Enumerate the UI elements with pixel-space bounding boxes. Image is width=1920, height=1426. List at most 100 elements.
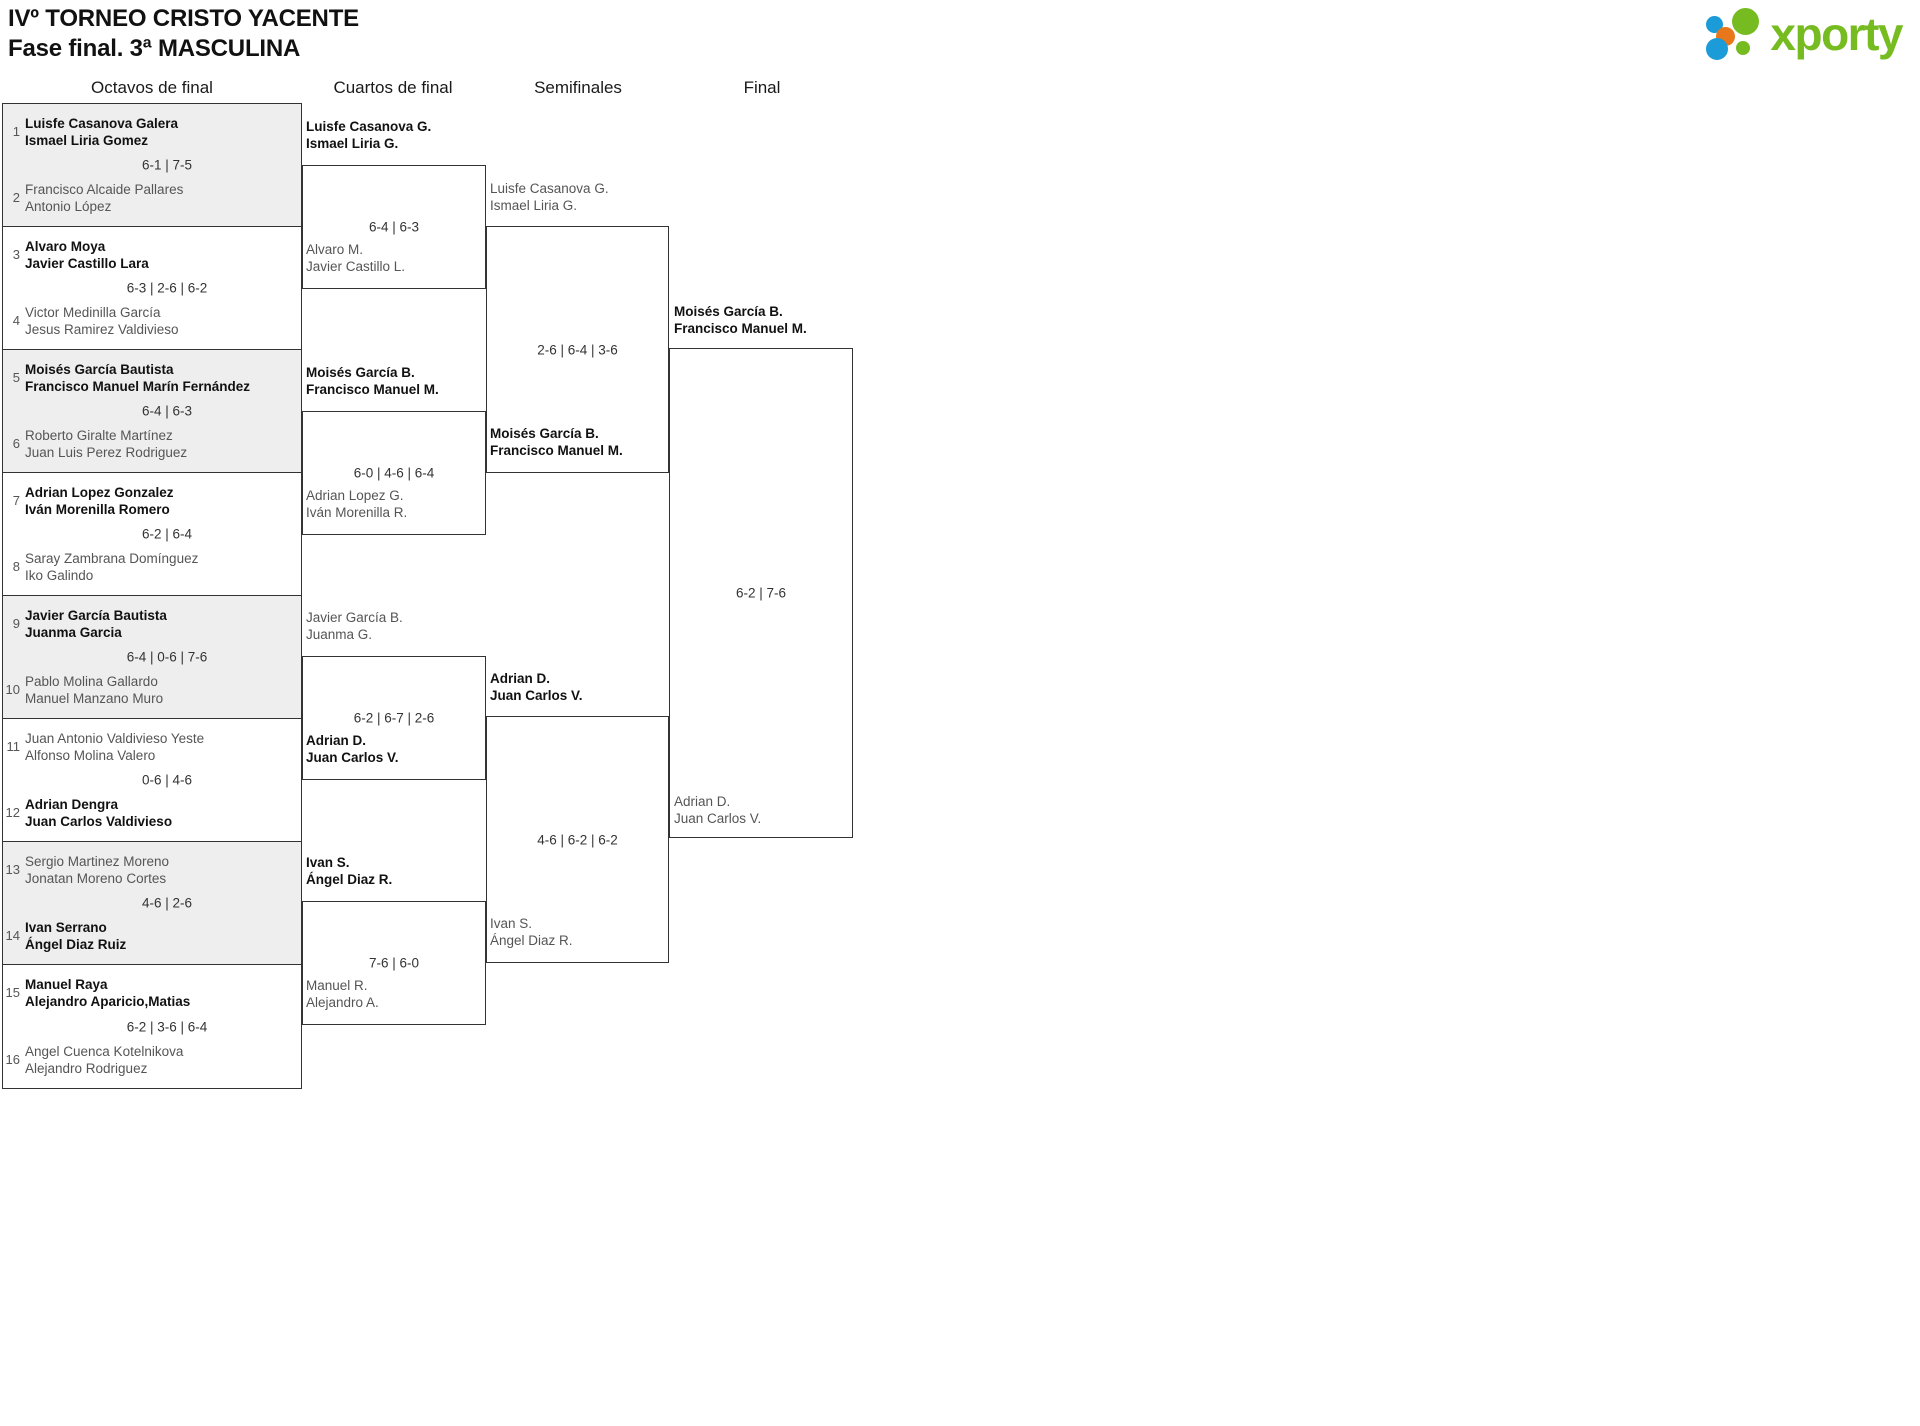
player-name: Javier García B. (306, 610, 403, 625)
round-header-cuartos: Cuartos de final (333, 78, 453, 97)
r2-m2-top[interactable]: Moisés García B. Francisco Manuel M. (306, 364, 439, 398)
player-name: Javier Castillo L. (306, 259, 406, 274)
player-name: Ángel Diaz R. (490, 933, 573, 948)
player-name: Luisfe Casanova G. (490, 181, 609, 196)
xporty-logo[interactable]: xporty (1706, 6, 1903, 62)
r2-m1-top[interactable]: Luisfe Casanova G. Ismael Liria G. (306, 118, 431, 152)
player-name: Moisés García B. (306, 365, 415, 380)
r1-m3-top[interactable]: 5 Moisés García Bautista Francisco Manue… (3, 358, 301, 398)
r2-m4-bottom[interactable]: Manuel R. Alejandro A. (306, 977, 379, 1011)
r3-m2-bottom[interactable]: Ivan S. Ángel Diaz R. (490, 915, 573, 949)
r4-bottom[interactable]: Adrian D. Juan Carlos V. (674, 793, 761, 827)
player-name: Manuel Raya (25, 977, 108, 992)
player-name: Alfonso Molina Valero (25, 748, 156, 763)
seed-number: 6 (12, 436, 20, 451)
match-score: 6-2 | 7-6 (735, 585, 787, 601)
seed-number: 2 (12, 190, 20, 205)
r4-top[interactable]: Moisés García B. Francisco Manuel M. (674, 303, 807, 337)
player-name: Iván Morenilla R. (306, 505, 408, 520)
r3-m1-top[interactable]: Luisfe Casanova G. Ismael Liria G. (490, 180, 609, 214)
player-name: Javier Castillo Lara (25, 256, 149, 271)
player-name: Saray Zambrana Domínguez (25, 551, 199, 566)
r1-match-4[interactable]: 7 Adrian Lopez Gonzalez Iván Morenilla R… (3, 473, 301, 596)
r1-m7-top[interactable]: 13 Sergio Martinez Moreno Jonatan Moreno… (3, 850, 301, 890)
r3-m1-bottom[interactable]: Moisés García B. Francisco Manuel M. (490, 425, 623, 459)
r2-match-4[interactable]: 7-6 | 6-0 (302, 901, 486, 1025)
player-name: Juan Antonio Valdivieso Yeste (25, 731, 205, 746)
r3-match-2[interactable]: 4-6 | 6-2 | 6-2 (486, 716, 669, 963)
r2-m1-bottom[interactable]: Alvaro M. Javier Castillo L. (306, 241, 405, 275)
r2-m4-top[interactable]: Ivan S. Ángel Diaz R. (306, 854, 392, 888)
r2-match-3[interactable]: 6-2 | 6-7 | 2-6 (302, 656, 486, 780)
r2-m2-bottom[interactable]: Adrian Lopez G. Iván Morenilla R. (306, 487, 407, 521)
r1-match-8[interactable]: 15 Manuel Raya Alejandro Aparicio,Matias… (3, 965, 301, 1088)
seed-number: 9 (12, 616, 20, 631)
r1-match-1[interactable]: 1 Luisfe Casanova Galera Ismael Liria Go… (3, 104, 301, 227)
r1-match-2[interactable]: 3 Alvaro Moya Javier Castillo Lara 6-3 |… (3, 227, 301, 350)
player-name: Francisco Alcaide Pallares (25, 182, 184, 197)
r1-m4-top[interactable]: 7 Adrian Lopez Gonzalez Iván Morenilla R… (3, 481, 301, 521)
player-name: Adrian Lopez Gonzalez (25, 485, 174, 500)
logo-dots-icon (1706, 8, 1766, 60)
r1-m2-bottom[interactable]: 4 Victor Medinilla García Jesus Ramirez … (3, 301, 301, 341)
r1-m7-bottom[interactable]: 14 Ivan Serrano Ángel Diaz Ruiz (3, 916, 301, 956)
r1-match-5[interactable]: 9 Javier García Bautista Juanma Garcia 6… (3, 596, 301, 719)
page-title: IVº TORNEO CRISTO YACENTE Fase final. 3ª… (8, 4, 359, 64)
r1-m6-top[interactable]: 11 Juan Antonio Valdivieso Yeste Alfonso… (3, 727, 301, 767)
r1-m5-top[interactable]: 9 Javier García Bautista Juanma Garcia (3, 604, 301, 644)
r2-m3-top[interactable]: Javier García B. Juanma G. (306, 609, 403, 643)
tournament-name: IVº TORNEO CRISTO YACENTE (8, 5, 359, 32)
r3-match-1[interactable]: 2-6 | 6-4 | 3-6 (486, 226, 669, 473)
seed-number: 7 (12, 493, 20, 508)
r1-m1-bottom[interactable]: 2 Francisco Alcaide Pallares Antonio Lóp… (3, 178, 301, 218)
player-name: Juan Carlos V. (490, 688, 583, 703)
player-name: Jesus Ramirez Valdivieso (25, 322, 179, 337)
r1-match-3[interactable]: 5 Moisés García Bautista Francisco Manue… (3, 350, 301, 473)
r1-m5-bottom[interactable]: 10 Pablo Molina Gallardo Manuel Manzano … (3, 670, 301, 710)
seed-number: 3 (12, 247, 20, 262)
match-score: 0-6 | 4-6 (141, 772, 193, 788)
r1-m3-bottom[interactable]: 6 Roberto Giralte Martínez Juan Luis Per… (3, 424, 301, 464)
match-score: 7-6 | 6-0 (368, 955, 420, 971)
r2-match-1[interactable]: 6-4 | 6-3 (302, 165, 486, 289)
player-name: Sergio Martinez Moreno (25, 854, 170, 869)
match-score: 6-3 | 2-6 | 6-2 (126, 280, 208, 296)
player-name: Ivan S. (490, 916, 533, 931)
r2-match-2[interactable]: 6-0 | 4-6 | 6-4 (302, 411, 486, 535)
seed-number: 15 (5, 985, 20, 1000)
r1-m8-bottom[interactable]: 16 Angel Cuenca Kotelnikova Alejandro Ro… (3, 1040, 301, 1080)
player-name: Adrian Lopez G. (306, 488, 404, 503)
match-score: 6-4 | 6-3 (141, 403, 193, 419)
player-name: Angel Cuenca Kotelnikova (25, 1044, 184, 1059)
player-name: Adrian Dengra (25, 797, 119, 812)
match-score: 6-2 | 3-6 | 6-4 (126, 1019, 208, 1034)
r1-m4-bottom[interactable]: 8 Saray Zambrana Domínguez Iko Galindo (3, 547, 301, 587)
player-name: Juanma G. (306, 627, 373, 642)
logo-wordmark: xporty (1770, 8, 1903, 60)
r1-m1-top[interactable]: 1 Luisfe Casanova Galera Ismael Liria Go… (3, 112, 301, 152)
r4-match-final[interactable]: 6-2 | 7-6 (669, 348, 853, 838)
match-score: 6-4 | 0-6 | 7-6 (126, 649, 208, 665)
r1-match-7[interactable]: 13 Sergio Martinez Moreno Jonatan Moreno… (3, 842, 301, 965)
player-name: Ivan S. (306, 855, 350, 870)
r2-m3-bottom[interactable]: Adrian D. Juan Carlos V. (306, 732, 399, 766)
r1-match-6[interactable]: 11 Juan Antonio Valdivieso Yeste Alfonso… (3, 719, 301, 842)
player-name: Alvaro M. (306, 242, 364, 257)
r3-m2-top[interactable]: Adrian D. Juan Carlos V. (490, 670, 583, 704)
player-name: Alvaro Moya (25, 239, 106, 254)
match-score: 6-0 | 4-6 | 6-4 (353, 465, 435, 481)
player-name: Juan Carlos Valdivieso (25, 814, 173, 829)
round-header-semifinales: Semifinales (534, 78, 622, 97)
player-name: Iván Morenilla Romero (25, 502, 170, 517)
r1-m6-bottom[interactable]: 12 Adrian Dengra Juan Carlos Valdivieso (3, 793, 301, 833)
player-name: Francisco Manuel Marín Fernández (25, 379, 251, 394)
seed-number: 16 (5, 1052, 20, 1067)
r1-m8-top[interactable]: 15 Manuel Raya Alejandro Aparicio,Matias (3, 973, 301, 1013)
tournament-phase: Fase final. 3ª MASCULINA (8, 35, 301, 62)
player-name: Javier García Bautista (25, 608, 167, 623)
r1-m2-top[interactable]: 3 Alvaro Moya Javier Castillo Lara (3, 235, 301, 275)
player-name: Ángel Diaz Ruiz (25, 937, 127, 952)
player-name: Ángel Diaz R. (306, 872, 393, 887)
player-name: Jonatan Moreno Cortes (25, 871, 167, 886)
